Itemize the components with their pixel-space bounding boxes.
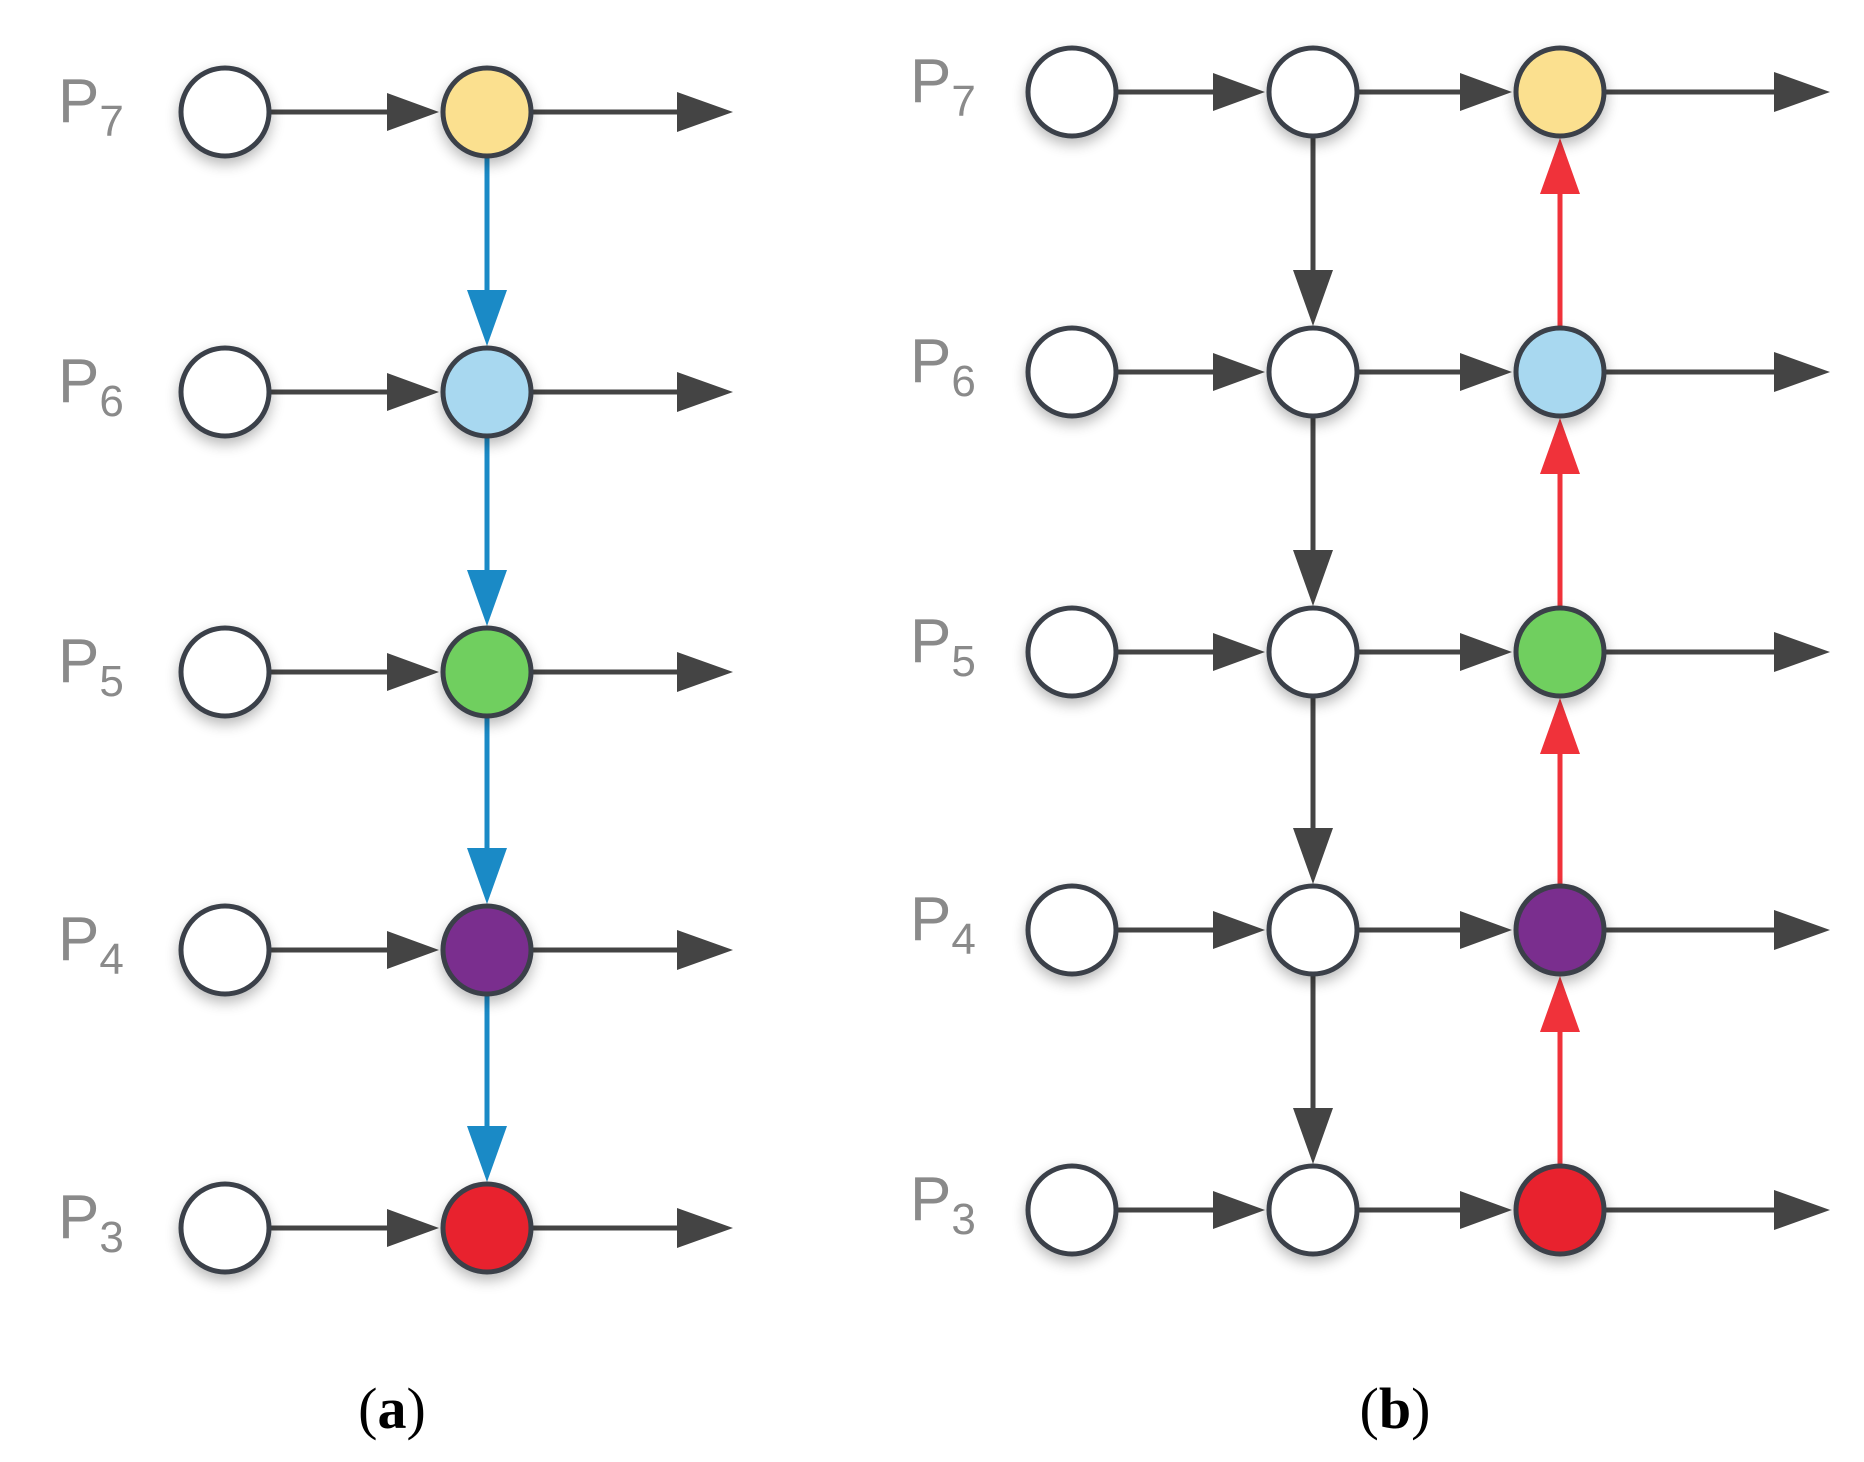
a-p3-output-node: [440, 1181, 534, 1275]
a-p5-output-node: [440, 625, 534, 719]
b-p7-topdown-node: [1266, 45, 1360, 139]
a-p6-label-sub: 6: [99, 377, 123, 426]
b-bottomup-arrow-6-7: [1540, 138, 1580, 328]
b-p6-label-sub: 6: [951, 357, 975, 406]
b-p4-label-main: P: [910, 885, 951, 954]
a-p6-output-node: [440, 345, 534, 439]
b-p6-input-node: [1025, 325, 1119, 419]
b-topdown-arrow-4-3: [1293, 974, 1333, 1164]
caption-a-letter: a: [378, 1376, 407, 1441]
a-p5-label-sub: 5: [99, 657, 123, 706]
b-p3-label-sub: 3: [951, 1195, 975, 1244]
a-p5-label: P5: [58, 627, 124, 706]
b-p4-topdown-node: [1266, 883, 1360, 977]
b-p5-label-sub: 5: [951, 637, 975, 686]
b-p3-label-main: P: [910, 1165, 951, 1234]
a-p5-arrow-in: [269, 653, 439, 691]
b-p3-arrow-in: [1116, 1191, 1265, 1229]
b-p5-label: P5: [910, 607, 976, 686]
a-p6-label-main: P: [58, 347, 99, 416]
a-p5-arrow-out: [531, 652, 733, 692]
a-topdown-arrow-6-5: [467, 436, 507, 626]
b-p6-arrow-out: [1604, 352, 1830, 392]
a-p6-label: P6: [58, 347, 124, 426]
a-p3-input-node: [178, 1181, 272, 1275]
a-topdown-arrow-4-3: [467, 994, 507, 1182]
caption-b: (b): [1360, 1376, 1431, 1441]
b-p3-input-node: [1025, 1163, 1119, 1257]
b-p5-output-node: [1513, 605, 1607, 699]
a-p4-label-sub: 4: [99, 935, 123, 984]
a-p4-arrow-out: [531, 930, 733, 970]
b-p4-arrow-in: [1116, 911, 1265, 949]
a-p6-arrow-in: [269, 373, 439, 411]
b-p4-output-node: [1513, 883, 1607, 977]
b-p6-arrow-in: [1116, 353, 1265, 391]
a-p5-input-node: [178, 625, 272, 719]
a-p3-arrow-in: [269, 1209, 439, 1247]
a-p4-arrow-in: [269, 931, 439, 969]
b-p5-label-main: P: [910, 607, 951, 676]
b-p7-label-main: P: [910, 47, 951, 116]
a-topdown-arrow-7-6: [467, 156, 507, 346]
b-p6-topdown-node: [1266, 325, 1360, 419]
b-p5-arrow-mid: [1357, 633, 1512, 671]
b-p7-arrow-in: [1116, 73, 1265, 111]
b-p6-arrow-mid: [1357, 353, 1512, 391]
b-p4-arrow-out: [1604, 910, 1830, 950]
b-bottomup-arrow-3-4: [1540, 976, 1580, 1166]
a-p4-label-main: P: [58, 905, 99, 974]
a-p4-output-node: [440, 903, 534, 997]
a-p6-arrow-out: [531, 372, 733, 412]
b-p4-arrow-mid: [1357, 911, 1512, 949]
a-p3-label-sub: 3: [99, 1213, 123, 1262]
b-topdown-arrow-5-4: [1293, 696, 1333, 884]
b-p4-label-sub: 4: [951, 915, 975, 964]
b-p4-label: P4: [910, 885, 976, 964]
a-p4-label: P4: [58, 905, 124, 984]
a-p7-label-main: P: [58, 67, 99, 136]
b-p7-label-sub: 7: [951, 77, 975, 126]
a-p7-arrow-out: [531, 92, 733, 132]
b-p7-arrow-mid: [1357, 73, 1512, 111]
a-p7-label: P7: [58, 67, 124, 146]
b-p7-arrow-out: [1604, 72, 1830, 112]
b-p3-topdown-node: [1266, 1163, 1360, 1257]
b-p6-label: P6: [910, 327, 976, 406]
b-p5-input-node: [1025, 605, 1119, 699]
b-p3-arrow-out: [1604, 1190, 1830, 1230]
a-p5-label-main: P: [58, 627, 99, 696]
b-p5-arrow-out: [1604, 632, 1830, 672]
b-p7-input-node: [1025, 45, 1119, 139]
b-p3-label: P3: [910, 1165, 976, 1244]
caption-b-letter: b: [1379, 1376, 1411, 1441]
b-p7-output-node: [1513, 45, 1607, 139]
a-p7-label-sub: 7: [99, 97, 123, 146]
b-bottomup-arrow-5-6: [1540, 418, 1580, 608]
b-p4-input-node: [1025, 883, 1119, 977]
caption-a: (a): [358, 1376, 426, 1441]
b-bottomup-arrow-4-5: [1540, 698, 1580, 886]
b-p6-output-node: [1513, 325, 1607, 419]
a-p7-input-node: [178, 65, 272, 159]
b-p5-arrow-in: [1116, 633, 1265, 671]
a-p6-input-node: [178, 345, 272, 439]
b-topdown-arrow-7-6: [1293, 136, 1333, 326]
b-p3-output-node: [1513, 1163, 1607, 1257]
b-p6-label-main: P: [910, 327, 951, 396]
b-p7-label: P7: [910, 47, 976, 126]
b-p5-topdown-node: [1266, 605, 1360, 699]
a-topdown-arrow-5-4: [467, 716, 507, 904]
a-p7-arrow-in: [269, 93, 439, 131]
b-p3-arrow-mid: [1357, 1191, 1512, 1229]
a-p3-label-main: P: [58, 1183, 99, 1252]
b-topdown-arrow-6-5: [1293, 416, 1333, 606]
a-p3-label: P3: [58, 1183, 124, 1262]
a-p7-output-node: [440, 65, 534, 159]
a-p3-arrow-out: [531, 1208, 733, 1248]
a-p4-input-node: [178, 903, 272, 997]
